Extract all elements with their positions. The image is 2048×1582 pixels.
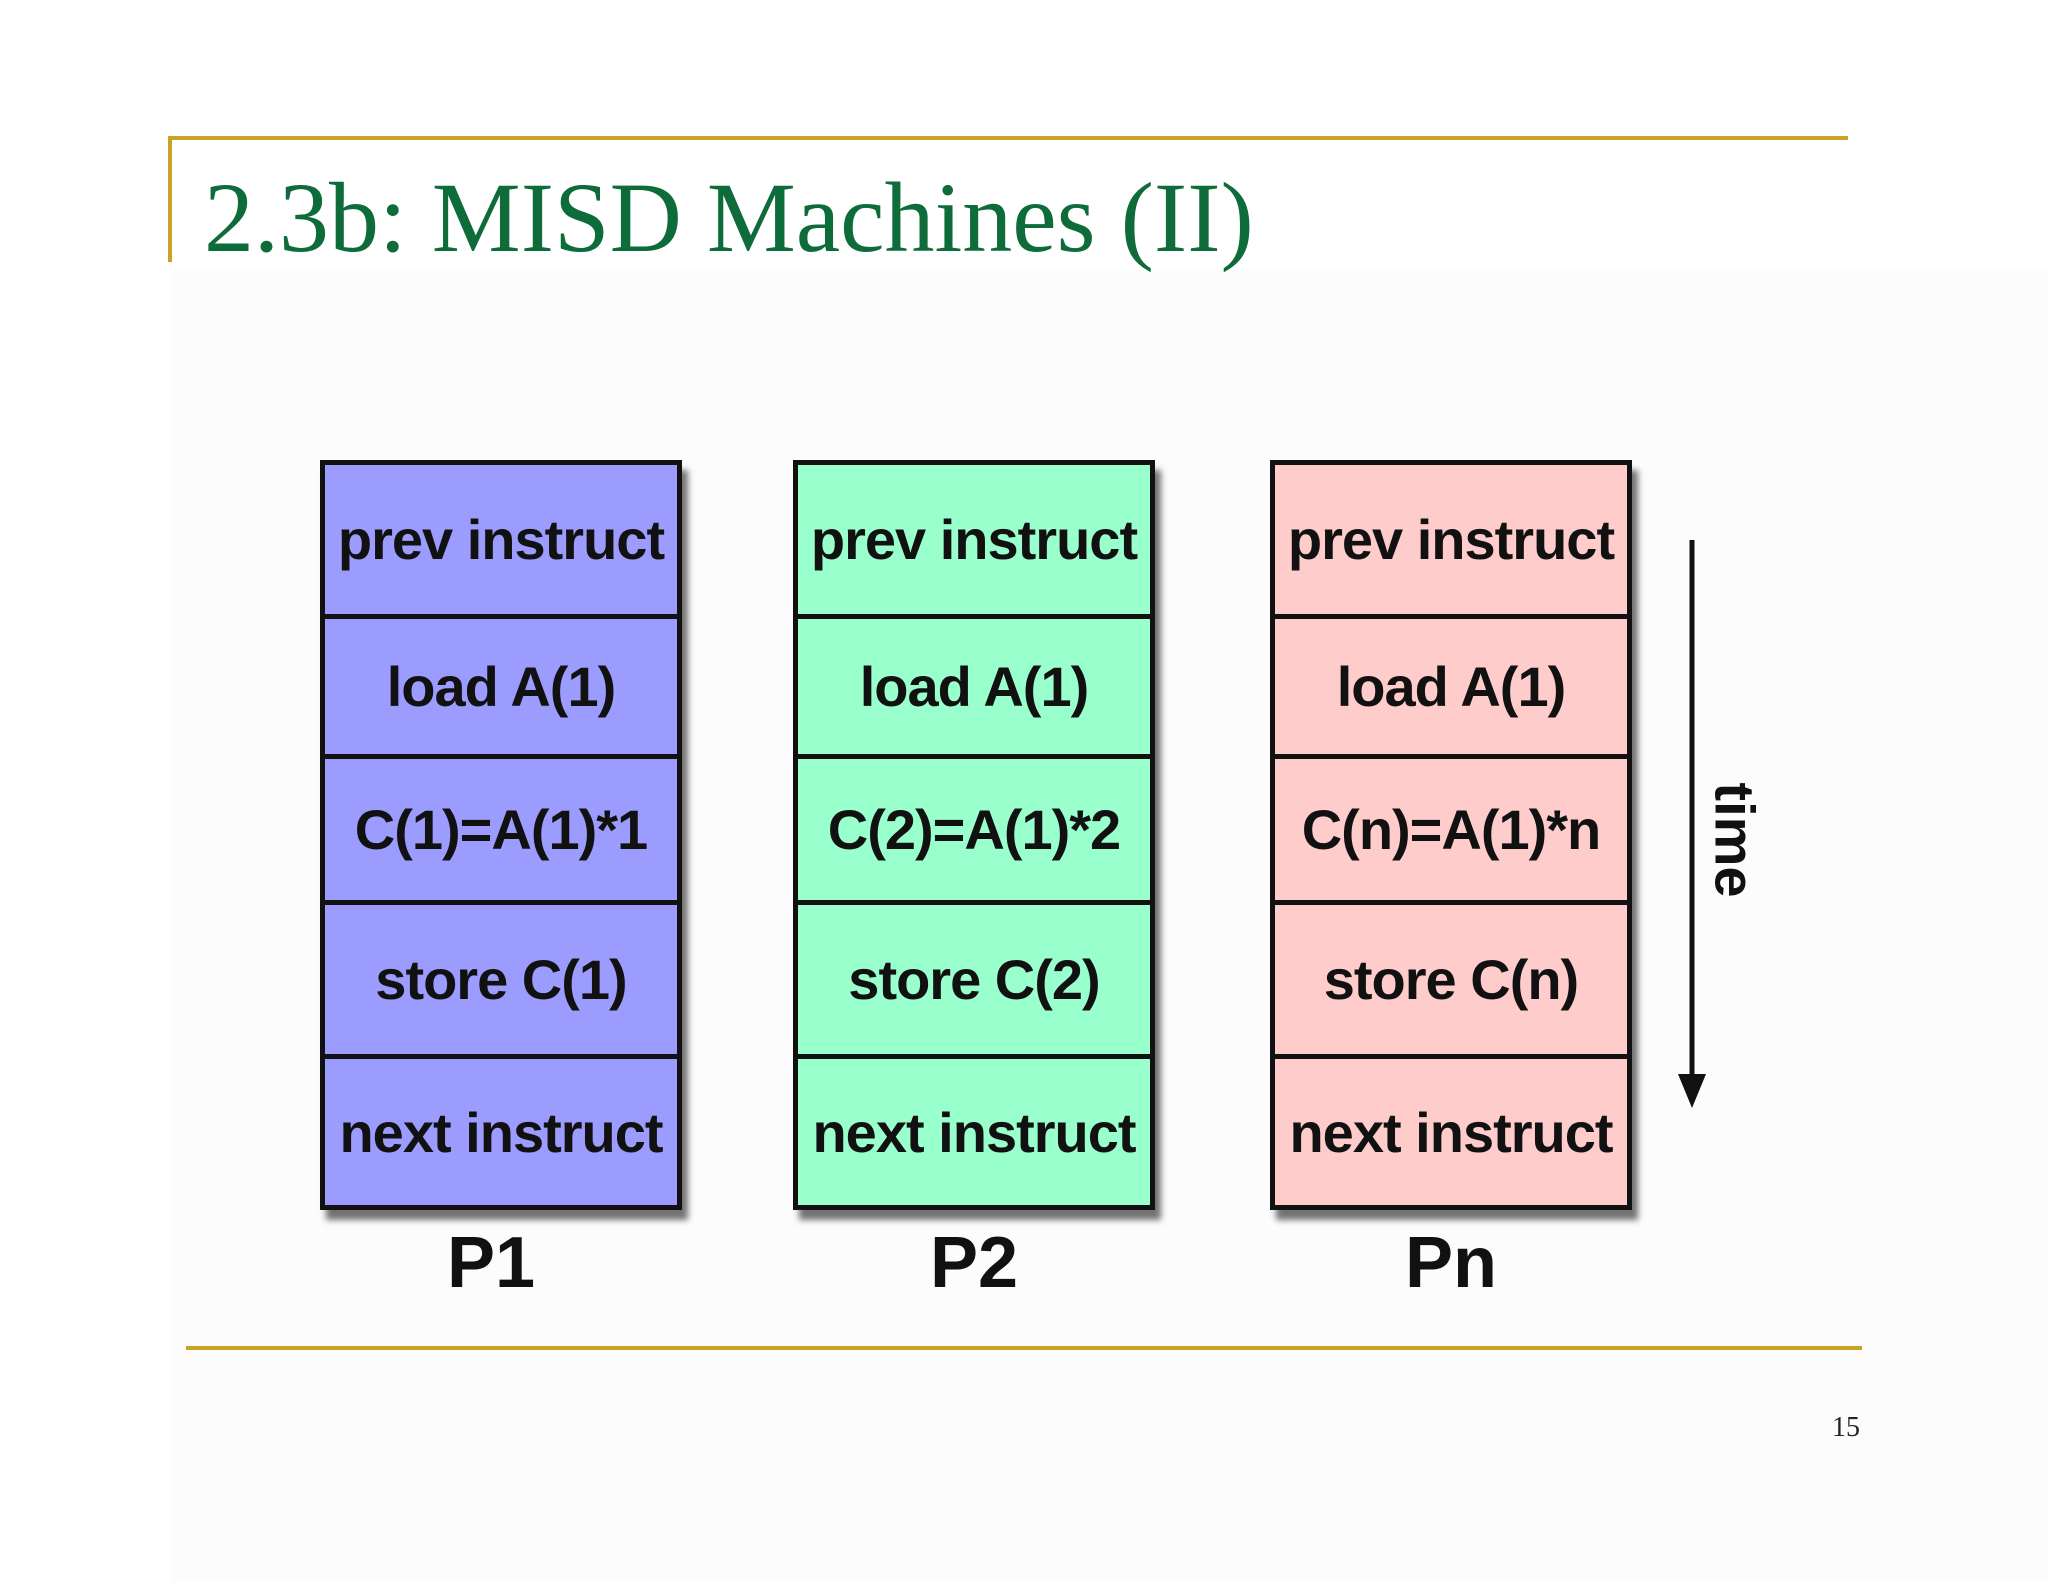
processor-pn-stack: prev instruct load A(1) C(n)=A(1)*n stor… xyxy=(1270,460,1632,1210)
pn-step-next-instruct: next instruct xyxy=(1289,1100,1613,1164)
pn-step-load: load A(1) xyxy=(1275,619,1627,759)
p1-step-next-instruct: next instruct xyxy=(339,1100,663,1164)
arrow-down-icon xyxy=(1678,540,1706,1108)
processor-p2-label: P2 xyxy=(929,1223,1019,1303)
slide-title: 2.3b: MISD Machines (II) xyxy=(204,162,1254,273)
p1-step-load: load A(1) xyxy=(325,619,677,759)
title-rule-left xyxy=(168,136,172,262)
p2-step-next-instruct: next instruct xyxy=(812,1100,1136,1164)
pn-step-prev-instruct: prev instruct xyxy=(1275,465,1627,619)
time-axis-label: time xyxy=(1703,782,1767,898)
p1-step-prev-instruct: prev instruct xyxy=(325,465,677,619)
pn-step-store: store C(n) xyxy=(1275,905,1627,1059)
pn-step-compute: C(n)=A(1)*n xyxy=(1275,759,1627,905)
p2-step-load: load A(1) xyxy=(798,619,1150,759)
p2-step-store: store C(2) xyxy=(798,905,1150,1059)
p2-step-compute: C(2)=A(1)*2 xyxy=(798,759,1150,905)
processor-p1-stack: prev instruct load A(1) C(1)=A(1)*1 stor… xyxy=(320,460,682,1210)
page-number: 15 xyxy=(1832,1412,1860,1443)
p2-step-prev-instruct: prev instruct xyxy=(798,465,1150,619)
p1-step-compute: C(1)=A(1)*1 xyxy=(325,759,677,905)
title-rule-top xyxy=(168,136,1848,140)
processor-p2-stack: prev instruct load A(1) C(2)=A(1)*2 stor… xyxy=(793,460,1155,1210)
footer-rule xyxy=(186,1346,1862,1350)
p1-step-store: store C(1) xyxy=(325,905,677,1059)
processor-pn-label: Pn xyxy=(1404,1223,1497,1303)
processor-p1-label: P1 xyxy=(446,1223,536,1303)
